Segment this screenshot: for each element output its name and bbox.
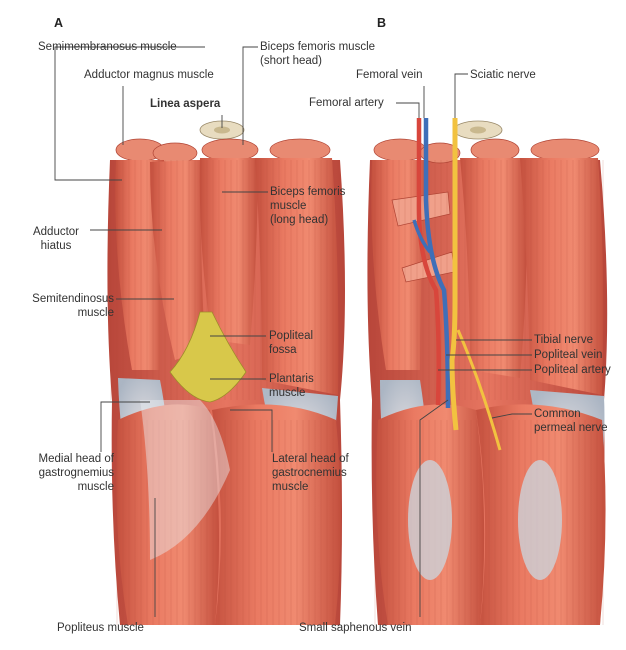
panel-b-drawing [367,118,608,625]
label-tibial-nerve: Tibial nerve [534,334,594,346]
label-semitendinosus-line2: muscle [77,307,114,319]
calf-tendon-patch-medial [408,460,452,580]
label-adductor-hiatus: Adductor hiatus [26,225,86,253]
leader-biceps-short [242,46,258,145]
label-lateral-head-line1: Lateral head of [272,453,349,465]
label-biceps-long-line2: muscle [270,200,307,212]
label-femoral-artery: Femoral artery [309,97,384,109]
label-medial-head-line3: muscle [77,481,114,493]
muscle-top-b3 [470,138,520,162]
popliteal-fossa-shape [169,311,247,403]
leader-lateral-head [230,409,273,452]
panel-letter-a: A [54,16,64,30]
panel-letter-b: B [377,16,387,30]
label-lateral-head-line2: gastrocnemius [272,467,347,479]
femur-marrow-b [470,126,486,134]
label-sciatic-nerve: Sciatic nerve [470,69,536,81]
label-popliteus: Popliteus muscle [57,622,144,634]
label-adductor-hiatus-line1: Adductor [32,226,80,238]
label-medial-head-line2: gastrognemius [38,467,114,479]
label-semimembranosus: Semimembranosus muscle [38,41,177,53]
femur-marrow-a [214,126,230,134]
label-adductor-magnus: Adductor magnus muscle [84,69,214,81]
muscle-top-b4 [530,138,600,162]
leader-small-saphenous [419,399,449,617]
label-popliteal-vein: Popliteal vein [534,349,603,361]
leader-medial-head [100,401,150,452]
label-popliteal-fossa-line2: fossa [269,344,297,356]
label-medial-head-line1: Medial head of [38,453,114,465]
sciatic-nerve-path [449,118,459,431]
label-plantaris-line1: Plantaris [269,373,314,385]
label-medial-head: Medial head of gastrognemius muscle [14,452,114,494]
leader-common-peroneal [491,413,532,419]
label-biceps-long-head: Biceps femoris muscle (long head) [270,185,345,227]
label-popliteal-artery: Popliteal artery [534,364,611,376]
leader-sciatic-nerve [454,73,468,118]
femoral-artery-path [416,118,441,406]
muscle-top-3 [201,138,259,162]
fiber-texture-b [370,160,606,400]
fiber-texture-b2 [372,420,608,625]
label-popliteal-fossa: Popliteal fossa [269,329,313,357]
label-common-peroneal-line1: Common [534,408,581,420]
label-adductor-hiatus-line2: hiatus [40,240,72,252]
label-semitendinosus-line1: Semitendinosus [32,293,114,305]
label-biceps-short-head: Biceps femoris muscle (short head) [260,40,375,68]
label-plantaris-line2: muscle [269,387,306,399]
label-femoral-vein: Femoral vein [356,69,423,81]
leader-femoral-artery [396,102,420,118]
popliteus-overlay [140,400,230,560]
panel-a-drawing [107,120,345,625]
label-lateral-head: Lateral head of gastrocnemius muscle [272,452,349,494]
label-popliteal-fossa-line1: Popliteal [269,330,314,342]
label-biceps-short-line1: Biceps femoris muscle [260,41,376,53]
label-linea-aspera: Linea aspera [150,98,221,110]
label-biceps-long-line1: Biceps femoris [270,186,346,198]
leader-semimembranosus [54,46,205,181]
label-biceps-long-line3: (long head) [270,214,329,226]
leader-lines [54,46,532,617]
label-common-peroneal-line2: permeal nerve [534,422,608,434]
common-peroneal-path [456,329,502,451]
label-lateral-head-line3: muscle [272,481,309,493]
vessel-through-hiatus [412,219,432,254]
muscle-top-4 [269,138,331,162]
fiber-texture-a2 [112,420,344,625]
label-small-saphenous: Small saphenous vein [299,622,412,634]
calf-tendon-patch-lateral [518,460,562,580]
femoral-vein-path [423,118,451,409]
label-common-peroneal: Common permeal nerve [534,407,608,435]
label-biceps-short-line2: (short head) [260,55,323,67]
label-plantaris: Plantaris muscle [269,372,314,400]
label-semitendinosus: Semitendinosus muscle [14,292,114,320]
